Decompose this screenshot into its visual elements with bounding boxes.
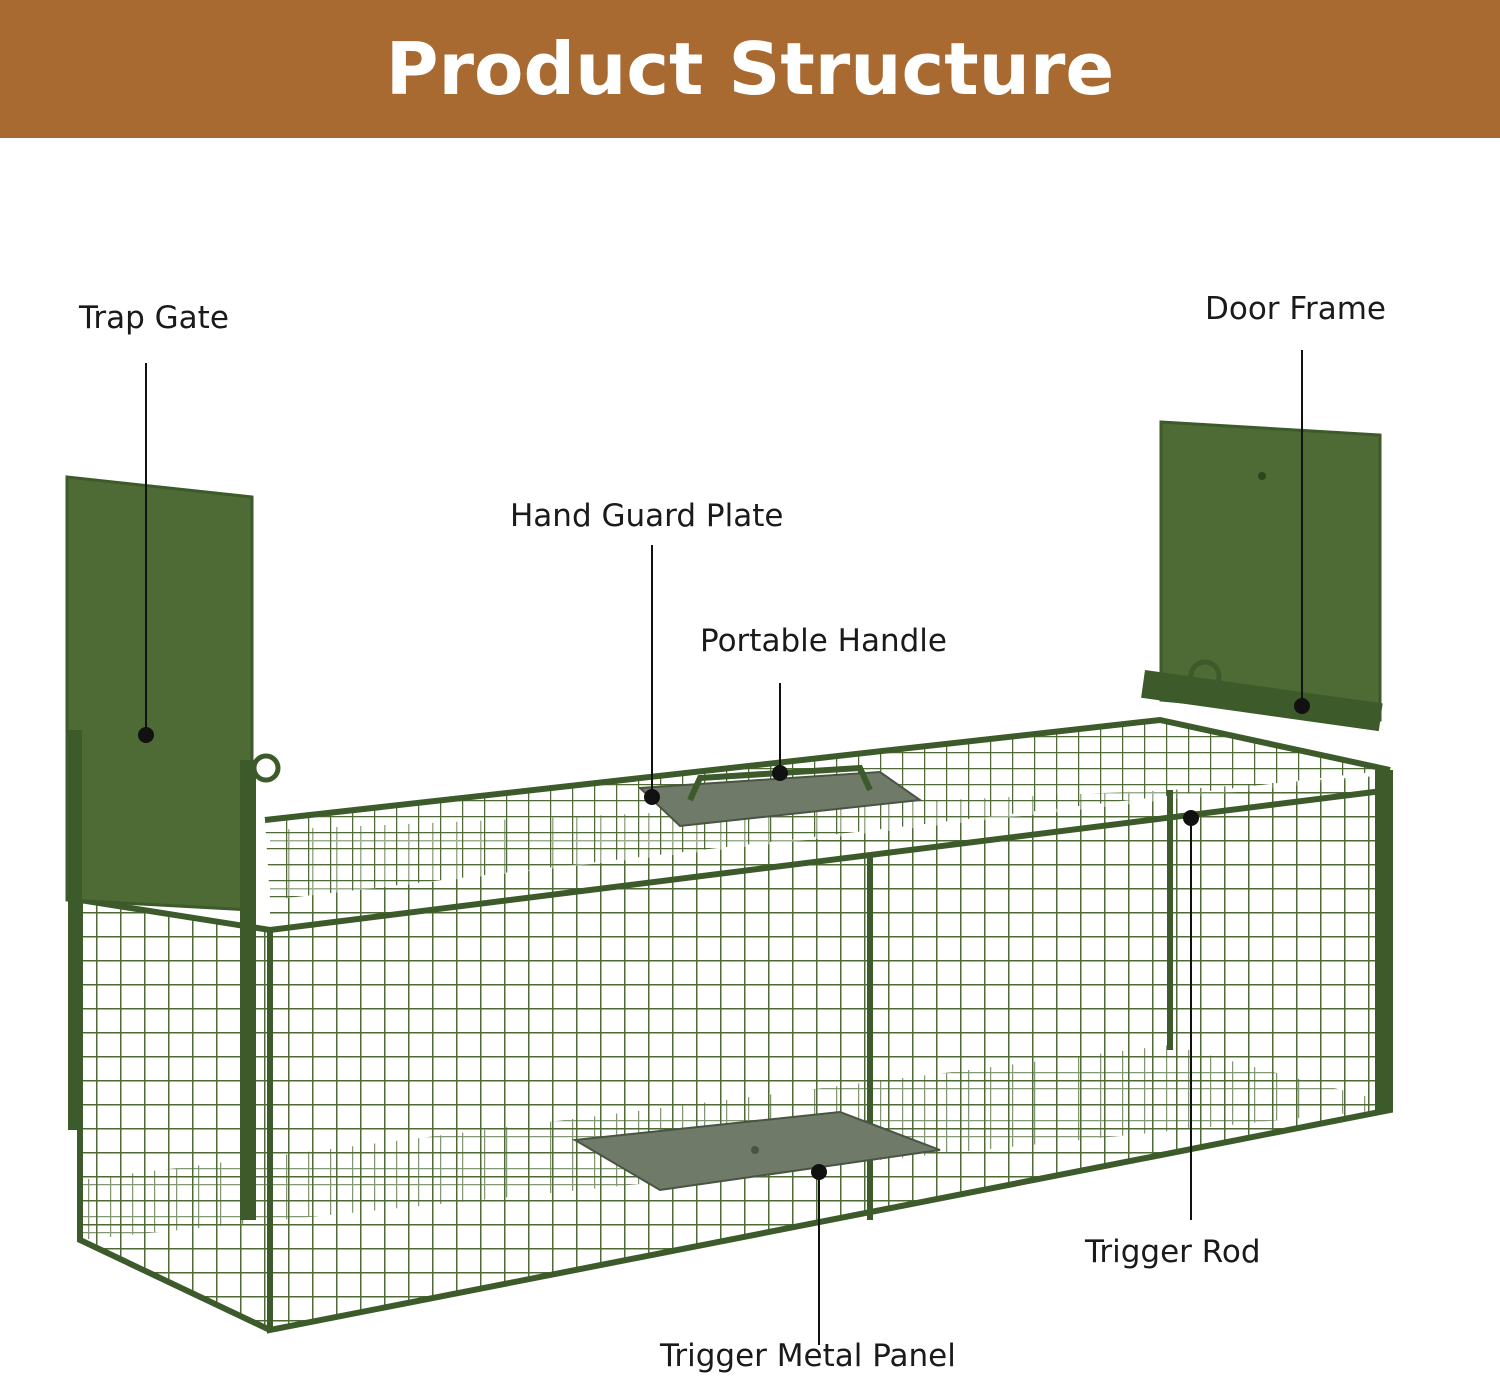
door-spring-ring [1188, 659, 1222, 693]
label-hand-guard-plate: Hand Guard Plate [510, 498, 784, 534]
trap-gate-guide [68, 730, 82, 1130]
label-door-frame: Door Frame [1205, 291, 1386, 327]
cage-right-end [1170, 775, 1390, 1110]
label-trigger-rod: Trigger Rod [1085, 1234, 1261, 1270]
cage-front-side [270, 775, 1390, 1330]
trap-gate-ring [251, 753, 281, 783]
door-pin [1258, 472, 1266, 480]
door-frame-side [1375, 770, 1393, 1110]
leader-dots [138, 698, 1310, 1180]
dot-hand-guard-plate [644, 789, 660, 805]
dot-trigger-metal-panel [811, 1164, 827, 1180]
trap-gate-guide-right [240, 760, 256, 1220]
title-banner: Product Structure [0, 0, 1500, 138]
door-plate [1159, 420, 1382, 722]
dot-door-frame [1294, 698, 1310, 714]
dot-portable-handle [772, 765, 788, 781]
label-trigger-metal-panel: Trigger Metal Panel [660, 1338, 956, 1374]
label-trap-gate: Trap Gate [79, 300, 229, 336]
cage-left-end [80, 900, 270, 1330]
page-title: Product Structure [385, 27, 1115, 111]
dot-trigger-rod [1183, 810, 1199, 826]
label-portable-handle: Portable Handle [700, 623, 947, 659]
leader-lines [145, 350, 1303, 1345]
trap-gate-plate [65, 475, 254, 912]
door-frame-bar [1141, 669, 1383, 732]
hand-guard-plate-shape [637, 770, 923, 828]
dot-trap-gate [138, 727, 154, 743]
